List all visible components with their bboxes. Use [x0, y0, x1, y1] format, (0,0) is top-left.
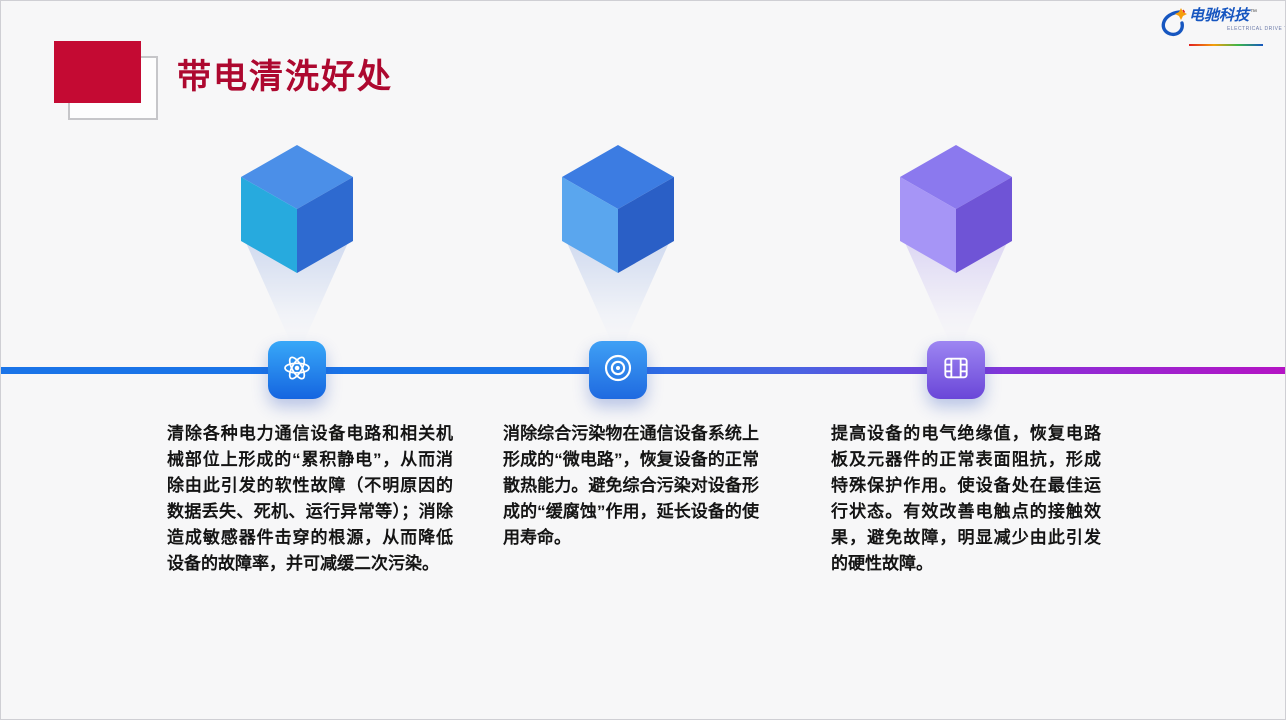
trademark-mark: ™ [1250, 8, 1258, 16]
benefit-description: 清除各种电力通信设备电路和相关机械部位上形成的“累积静电”，从而消除由此引发的软… [167, 424, 453, 573]
title-accent-box [54, 41, 141, 103]
benefit-description: 提高设备的电气绝缘值，恢复电路板及元器件的正常表面阻抗，形成特殊保护作用。使设备… [831, 424, 1101, 573]
benefit-description: 消除综合污染物在通信设备系统上形成的“微电路”，恢复设备的正常散热能力。避免综合… [503, 424, 759, 547]
timeline-badge [589, 341, 647, 399]
brand-subtitle: ELECTRICAL DRIVE TECHNOLOGY [1227, 26, 1285, 32]
brand-name: 电驰科技 [1189, 7, 1250, 24]
brand-swoosh-icon [1153, 7, 1189, 42]
target-icon [602, 352, 634, 389]
timeline-badge [268, 341, 326, 399]
atom-icon [281, 352, 313, 389]
film-icon [940, 352, 972, 389]
cube-icon [900, 145, 1012, 273]
cube-icon [241, 145, 353, 273]
page-title: 带电清洗好处 [177, 58, 393, 96]
timeline-badge [927, 341, 985, 399]
cube-icon [562, 145, 674, 273]
brand-underline [1189, 44, 1263, 46]
company-logo: 电驰科技™ ELECTRICAL DRIVE TECHNOLOGY [1153, 7, 1285, 46]
